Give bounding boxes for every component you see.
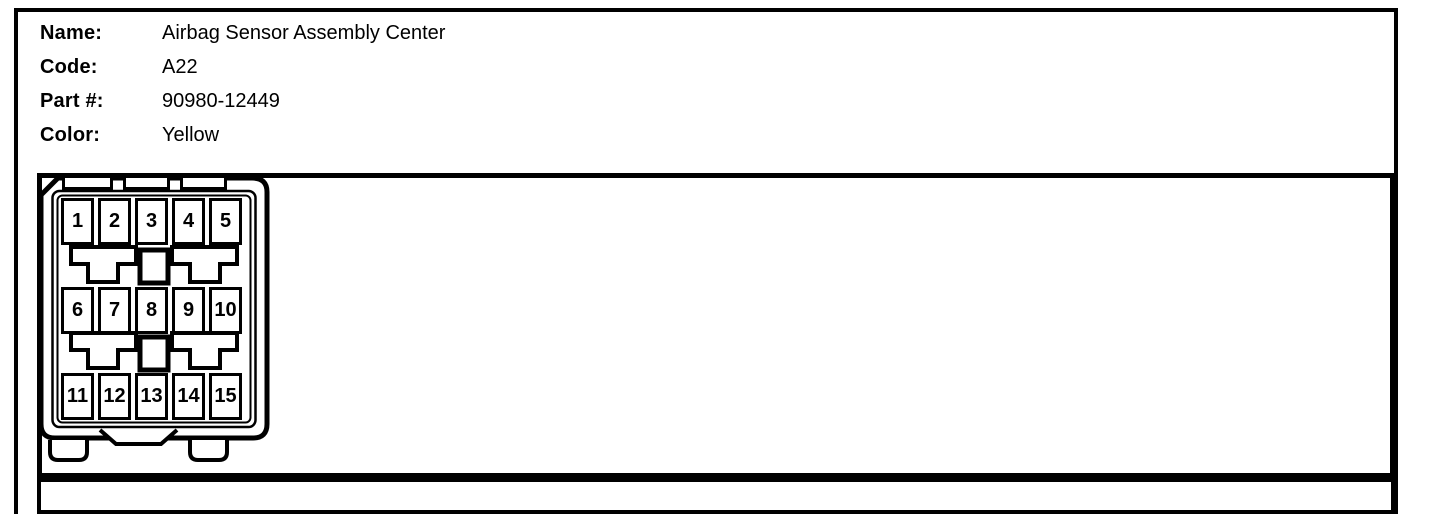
- pin-11: 11: [61, 373, 94, 420]
- pin-1: 1: [61, 198, 94, 245]
- keying-slot-t: [170, 331, 239, 370]
- field-label-name: Name:: [40, 21, 103, 44]
- keying-hole-square: [137, 334, 171, 373]
- connector-info-header: Name: Airbag Sensor Assembly Center Code…: [40, 16, 445, 152]
- pin-2: 2: [98, 198, 131, 245]
- pin-15: 15: [209, 373, 242, 420]
- pin-4: 4: [172, 198, 205, 245]
- housing-inner-wall-1: [51, 189, 257, 429]
- pin-3: 3: [135, 198, 168, 245]
- keying-hole-square: [137, 247, 171, 286]
- pin-7: 7: [98, 287, 131, 334]
- field-value-color: Yellow: [162, 123, 220, 146]
- keying-slot-t: [170, 245, 239, 284]
- pin-14: 14: [172, 373, 205, 420]
- keying-slot-t: [69, 331, 138, 370]
- field-row-part-number: Part #: 90980-12449: [40, 84, 445, 118]
- field-label-color: Color:: [40, 123, 101, 146]
- top-latch-tab: [123, 175, 170, 190]
- top-latch-tab: [180, 175, 227, 190]
- field-value-name: Airbag Sensor Assembly Center: [162, 21, 446, 44]
- field-row-color: Color: Yellow: [40, 118, 445, 152]
- field-value-part-number: 90980-12449: [162, 89, 280, 112]
- connector-diagram: 1 2 3 4 5 6 7 8 9 10 11 12 13 14 15: [36, 174, 272, 464]
- field-label-part-number: Part #:: [40, 89, 104, 112]
- field-row-code: Code: A22: [40, 50, 445, 84]
- pin-8: 8: [135, 287, 168, 334]
- pin-10: 10: [209, 287, 242, 334]
- keying-slot-t: [69, 245, 138, 284]
- pin-5: 5: [209, 198, 242, 245]
- empty-footer-row: [37, 478, 1395, 514]
- page-border: [14, 8, 1398, 514]
- pin-row-1: 1 2 3 4 5: [61, 198, 242, 245]
- pin-9: 9: [172, 287, 205, 334]
- top-latch-tab: [62, 175, 113, 190]
- pin-6: 6: [61, 287, 94, 334]
- housing-inner-wall-2: [56, 194, 252, 424]
- bottom-wedge-notch: [98, 428, 179, 446]
- mounting-leg: [188, 440, 229, 462]
- field-row-name: Name: Airbag Sensor Assembly Center: [40, 16, 445, 50]
- field-label-code: Code:: [40, 55, 98, 78]
- field-value-code: A22: [162, 55, 198, 78]
- mounting-leg: [48, 440, 89, 462]
- pin-13: 13: [135, 373, 168, 420]
- pin-row-2: 6 7 8 9 10: [61, 287, 242, 334]
- pin-row-3: 11 12 13 14 15: [61, 373, 242, 420]
- pin-12: 12: [98, 373, 131, 420]
